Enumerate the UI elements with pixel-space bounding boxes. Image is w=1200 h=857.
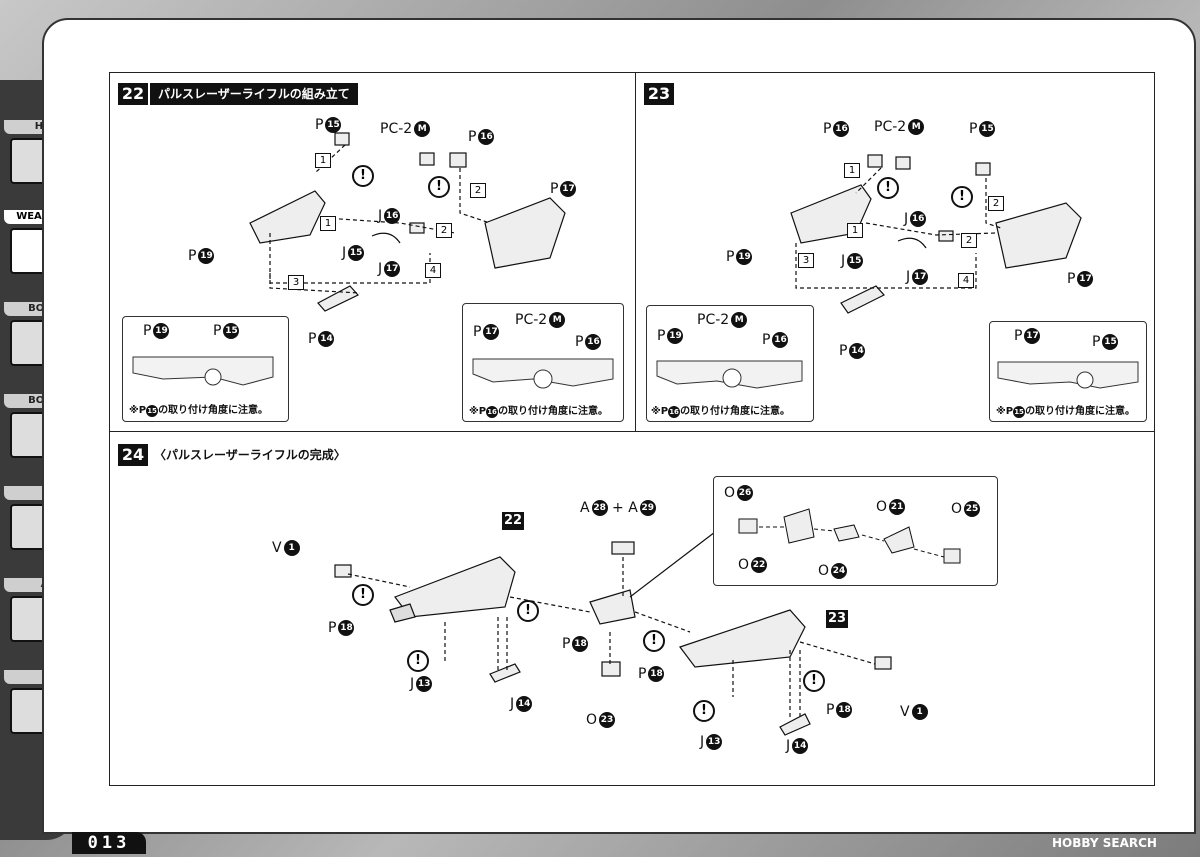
caution-icon: ! — [803, 670, 825, 692]
detail-drawing — [656, 360, 803, 389]
sub-step-3: 3 — [288, 275, 304, 290]
sub-step-1: 1 — [315, 153, 331, 168]
step-number: 24 — [118, 444, 148, 466]
sub-step-1b: 1 — [320, 216, 336, 231]
page-number: 013 — [72, 832, 146, 854]
step-ref-22: 22 — [502, 512, 524, 530]
caution-icon: ! — [643, 630, 665, 652]
attachment-note: ※P15の取り付け角度に注意。 — [129, 405, 269, 417]
step-number: 22 — [118, 83, 148, 105]
caution-icon: ! — [517, 600, 539, 622]
sub-step-4: 4 — [958, 273, 974, 288]
detail-drawing — [132, 356, 274, 386]
watermark: HOBBY SEARCH — [1052, 836, 1157, 850]
sub-step-2: 2 — [470, 183, 486, 198]
step-title: 〈パルスレーザーライフルの完成〉 — [154, 448, 346, 462]
caution-icon: ! — [407, 650, 429, 672]
step-number: 23 — [644, 83, 674, 105]
step-title: パルスレーザーライフルの組み立て — [150, 83, 358, 105]
sub-step-3: 3 — [798, 253, 814, 268]
detail-drawing — [472, 358, 614, 389]
caution-icon: ! — [951, 186, 973, 208]
caution-icon: ! — [352, 584, 374, 606]
step-ref-23: 23 — [826, 610, 848, 628]
step-24-panel: 24 〈パルスレーザーライフルの完成〉 — [109, 431, 1155, 786]
sub-step-2: 2 — [988, 196, 1004, 211]
caution-icon: ! — [877, 177, 899, 199]
detail-drawing — [738, 508, 961, 564]
step-22-diagram — [249, 132, 566, 312]
sub-step-2b: 2 — [961, 233, 977, 248]
sub-step-2b: 2 — [436, 223, 452, 238]
sub-step-1: 1 — [844, 163, 860, 178]
attachment-note: ※P16の取り付け角度に注意。 — [469, 406, 609, 418]
attachment-note: ※P16の取り付け角度に注意。 — [651, 406, 791, 418]
step-23-diagram — [790, 154, 1082, 314]
attachment-note: ※P15の取り付け角度に注意。 — [996, 406, 1136, 418]
caution-icon: ! — [428, 176, 450, 198]
sub-step-1b: 1 — [847, 223, 863, 238]
detail-drawing — [997, 361, 1139, 389]
sub-step-4: 4 — [425, 263, 441, 278]
caution-icon: ! — [352, 165, 374, 187]
step-24-diagram — [334, 531, 892, 736]
caution-icon: ! — [693, 700, 715, 722]
